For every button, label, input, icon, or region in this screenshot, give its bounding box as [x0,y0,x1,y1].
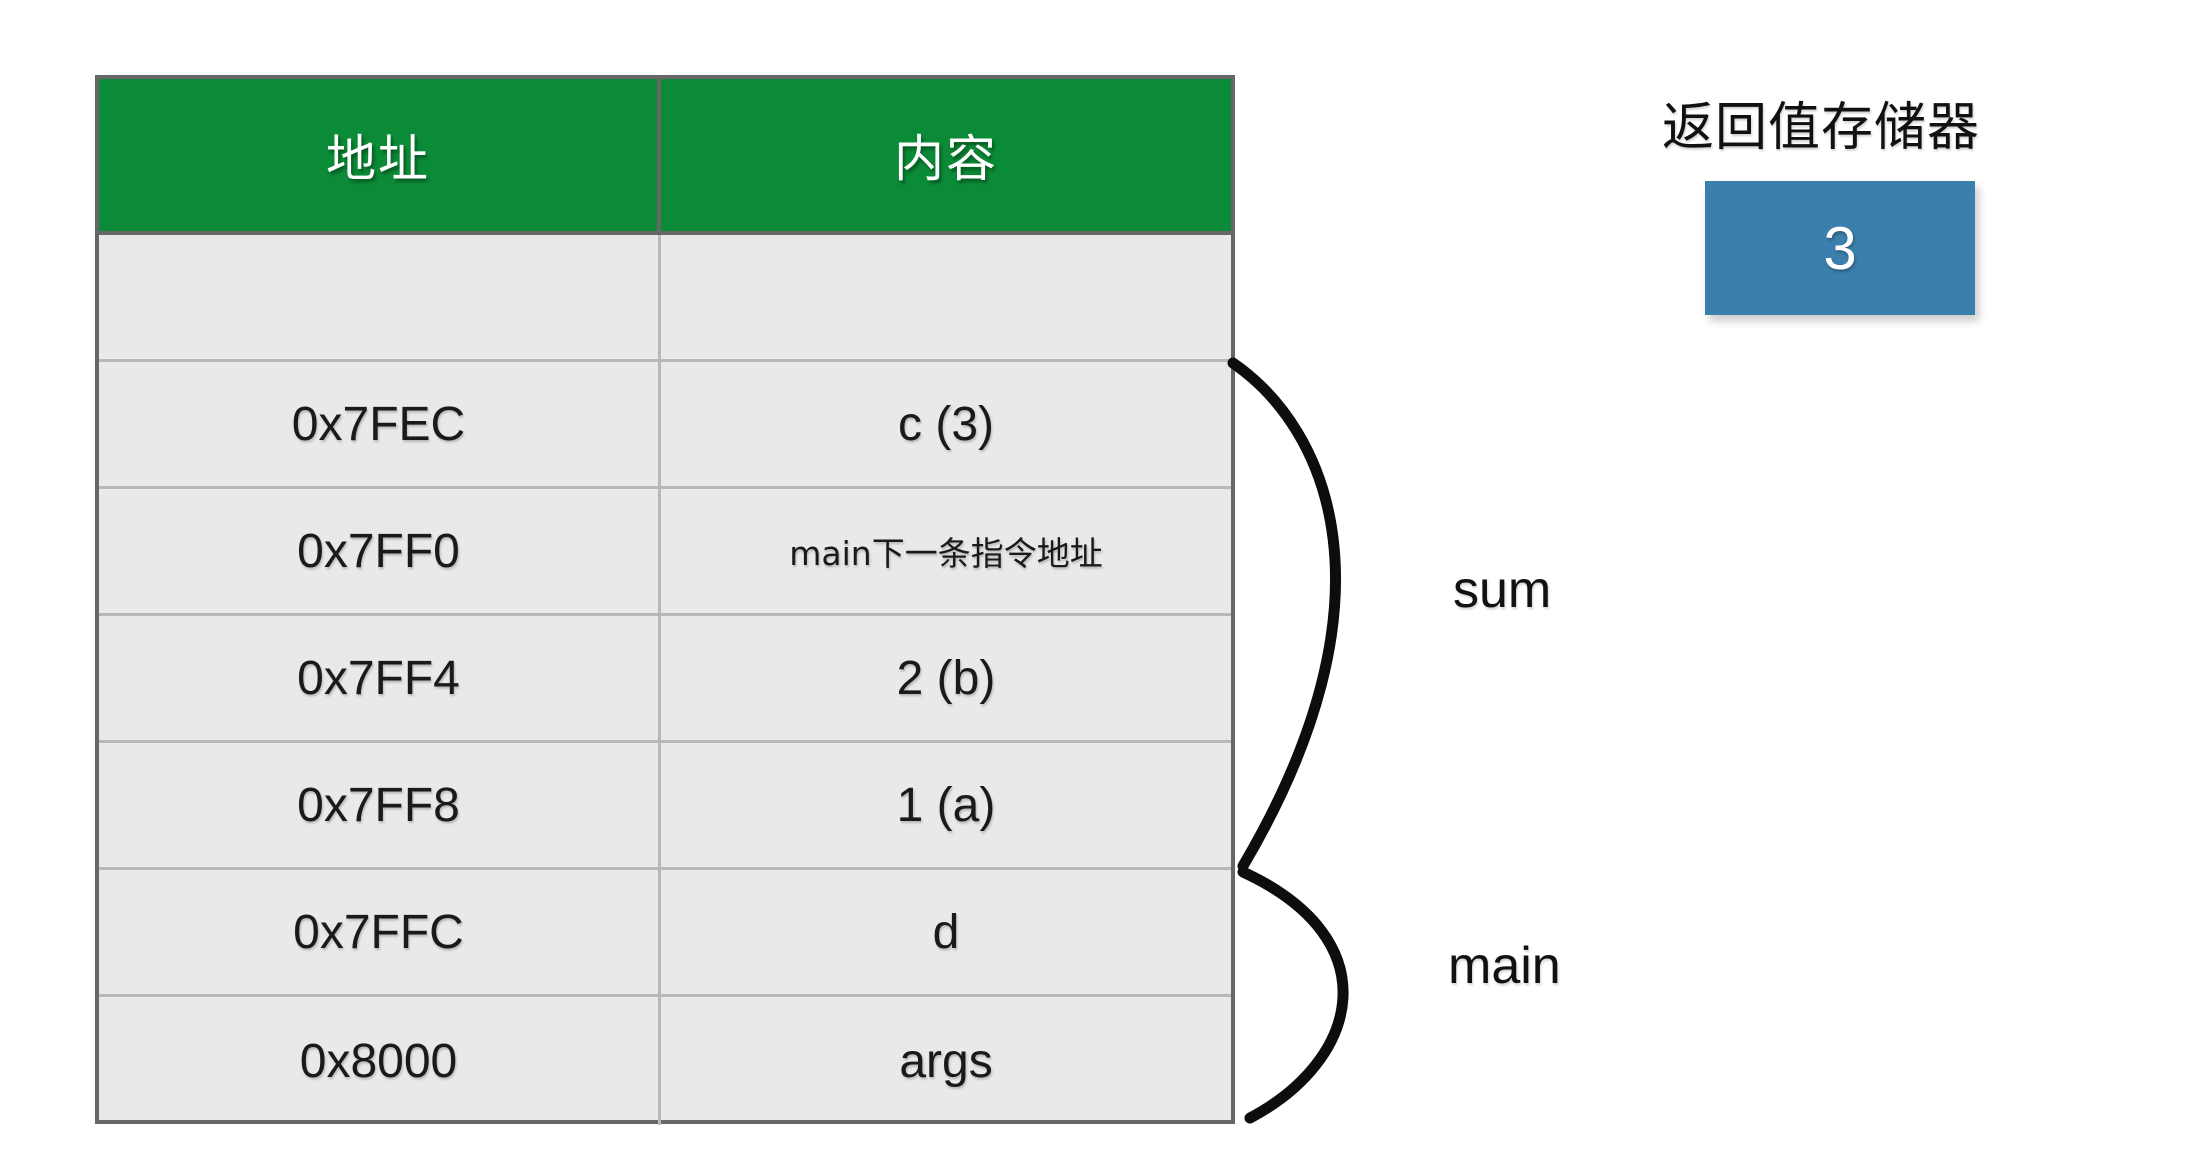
table-cell-content: 2 (b) [661,616,1231,740]
table-cell-address [99,235,661,359]
address-value: 0x7FF4 [297,651,460,705]
return-value-register-box: 3 [1705,181,1975,315]
table-row: 0x8000 args [99,997,1231,1125]
column-header-content-label: 内容 [894,130,998,188]
content-value: d [932,905,960,959]
return-value-register-panel: 返回值存储器 3 [1662,85,1980,315]
content-value: args [899,1034,993,1088]
brace-label-sum: sum [1453,561,1552,619]
table-cell-content [661,235,1231,359]
return-value-register-value: 3 [1823,214,1857,282]
table-cell-content: 1 (a) [661,743,1231,867]
table-row: 0x7FFC d [99,870,1231,997]
content-value: main下一条指令地址 [789,534,1103,573]
column-header-address-label: 地址 [326,130,430,188]
table-cell-address: 0x7FFC [99,870,661,994]
table-header-cell-address: 地址 [99,79,661,231]
table-cell-address: 0x7FEC [99,362,661,486]
table-cell-address: 0x7FF8 [99,743,661,867]
address-value: 0x7FEC [291,397,466,451]
table-cell-address: 0x7FF0 [99,489,661,613]
table-cell-address: 0x7FF4 [99,616,661,740]
table-row [99,235,1231,362]
address-value: 0x7FF8 [297,778,460,832]
address-value: 0x8000 [299,1034,458,1088]
table-row: 0x7FF8 1 (a) [99,743,1231,870]
table-row: 0x7FEC c (3) [99,362,1231,489]
table-cell-content: c (3) [661,362,1231,486]
sum-brace-icon [1227,357,1341,872]
table-cell-content: d [661,870,1231,994]
memory-stack-table: 地址 内容 0x7FEC c (3) 0x7FF0 main下一条指令地址 0x… [95,75,1235,1125]
address-value: 0x7FF0 [297,524,460,578]
main-brace-icon [1237,866,1349,1124]
content-value: c (3) [898,397,994,451]
table-cell-content: args [661,997,1231,1125]
content-value: 2 (b) [896,651,996,705]
brace-label-main: main [1448,937,1561,995]
table-header-cell-content: 内容 [661,79,1231,231]
table-row: 0x7FF4 2 (b) [99,616,1231,743]
return-value-register-title: 返回值存储器 [1662,98,1981,158]
table-cell-address: 0x8000 [99,997,661,1125]
table-cell-content: main下一条指令地址 [661,489,1231,613]
table-header-row: 地址 内容 [99,79,1231,235]
address-value: 0x7FFC [293,905,464,959]
table-row: 0x7FF0 main下一条指令地址 [99,489,1231,616]
content-value: 1 (a) [896,778,996,832]
